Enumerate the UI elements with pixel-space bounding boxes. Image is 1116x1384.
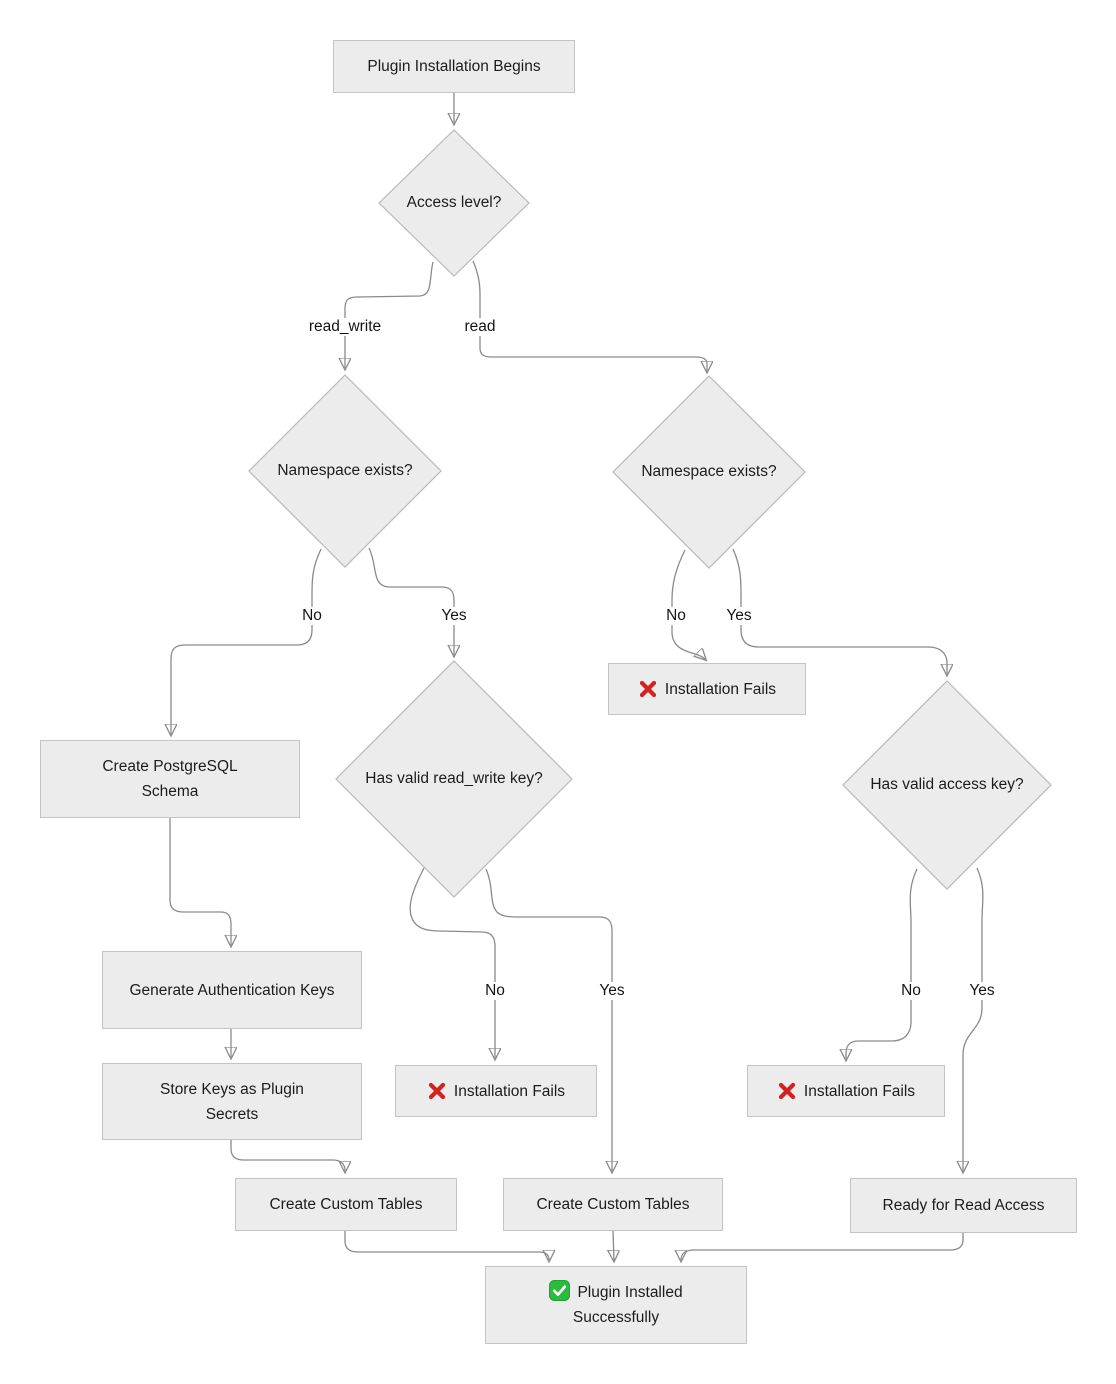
cross-mark-icon [778, 1082, 796, 1100]
edge-label-no-access-key: No [897, 982, 925, 1000]
node-generate-keys: Generate Authentication Keys [102, 951, 362, 1029]
edge-access-level-to-namespace-left [345, 261, 434, 368]
edge-has-rw-key-no-to-install-fails [409, 867, 495, 1058]
edge-store-keys-to-create-tables-left [230, 1140, 345, 1171]
edge-access-level-to-namespace-right [472, 260, 707, 371]
edge-label-yes-rw-key: Yes [595, 982, 629, 1000]
edge-label-read-write: read_write [304, 318, 386, 336]
decision-has-rw-key-label: Has valid read_write key? [365, 770, 543, 787]
diamond-shape [335, 660, 573, 898]
node-ready-read-access-label: Ready for Read Access [882, 1197, 1045, 1214]
node-install-fails-label: Installation Fails [664, 680, 777, 698]
decision-namespace-right: Namespace exists? [612, 375, 806, 569]
diamond-shape [612, 375, 806, 569]
cross-mark-icon [639, 680, 657, 698]
decision-has-access-key-label: Has valid access key? [870, 776, 1024, 793]
cross-mark-icon [428, 1082, 446, 1100]
node-create-tables-label: Create Custom Tables [269, 1196, 423, 1213]
node-create-tables-label: Create Custom Tables [536, 1196, 690, 1213]
edge-create-schema-to-generate-keys [169, 818, 231, 945]
edge-label-no-namespace-right: No [662, 607, 690, 625]
edge-create-tables-mid-to-success [613, 1230, 614, 1260]
decision-has-rw-key: Has valid read_write key? [335, 660, 573, 898]
edge-label-yes-namespace-right: Yes [722, 607, 756, 625]
edge-label-no-rw-key: No [481, 982, 509, 1000]
edge-create-tables-left-to-success [344, 1231, 549, 1260]
edge-namespace-left-yes-to-has-rw-key [368, 547, 454, 655]
node-install-fails-label: Installation Fails [803, 1082, 916, 1100]
decision-has-access-key: Has valid access key? [842, 680, 1052, 890]
node-store-keys-label: Store Keys as Plugin Secrets [160, 1080, 304, 1123]
node-generate-keys-label: Generate Authentication Keys [129, 981, 335, 999]
decision-namespace-left: Namespace exists? [248, 374, 442, 568]
edge-label-yes-namespace-left: Yes [437, 607, 471, 625]
node-create-schema-label: Create PostgreSQL Schema [102, 758, 238, 800]
diamond-shape [842, 680, 1052, 890]
edge-namespace-right-yes-to-has-access-key [732, 548, 947, 674]
node-ready-read-access: Ready for Read Access [850, 1178, 1077, 1233]
edge-label-read: read [460, 318, 500, 336]
node-create-tables-left: Create Custom Tables [235, 1178, 457, 1231]
node-start-label: Plugin Installation Begins [367, 58, 541, 75]
check-mark-icon [549, 1280, 571, 1301]
decision-namespace-right-label: Namespace exists? [641, 463, 777, 480]
edge-label-yes-access-key: Yes [965, 982, 999, 1000]
edge-has-access-key-no-to-install-fails [846, 868, 918, 1059]
node-create-schema: Create PostgreSQL Schema [40, 740, 300, 818]
node-install-fails-access-branch: Installation Fails [747, 1065, 945, 1117]
node-success: Plugin Installed Successfully [485, 1266, 747, 1344]
edge-has-access-key-yes-to-ready [963, 867, 984, 1171]
node-install-fails-read-branch: Installation Fails [608, 663, 806, 715]
edge-namespace-left-no-to-create-schema [171, 548, 322, 734]
node-install-fails-label: Installation Fails [453, 1082, 566, 1100]
decision-access-level: Access level? [378, 129, 530, 277]
node-create-tables-mid: Create Custom Tables [503, 1178, 723, 1231]
node-install-fails-rw-branch: Installation Fails [395, 1065, 597, 1117]
edge-namespace-right-no-to-install-fails [671, 549, 705, 659]
edge-ready-to-success [681, 1233, 964, 1260]
node-store-keys: Store Keys as Plugin Secrets [102, 1063, 362, 1140]
node-success-label: Plugin Installed Successfully [572, 1284, 683, 1326]
diamond-shape [248, 374, 442, 568]
node-start: Plugin Installation Begins [333, 40, 575, 93]
decision-namespace-left-label: Namespace exists? [277, 462, 413, 479]
edge-has-rw-key-yes-to-create-tables [485, 868, 612, 1171]
decision-access-level-label: Access level? [406, 194, 502, 211]
diamond-shape [378, 129, 530, 277]
edge-label-no-namespace-left: No [298, 607, 326, 625]
